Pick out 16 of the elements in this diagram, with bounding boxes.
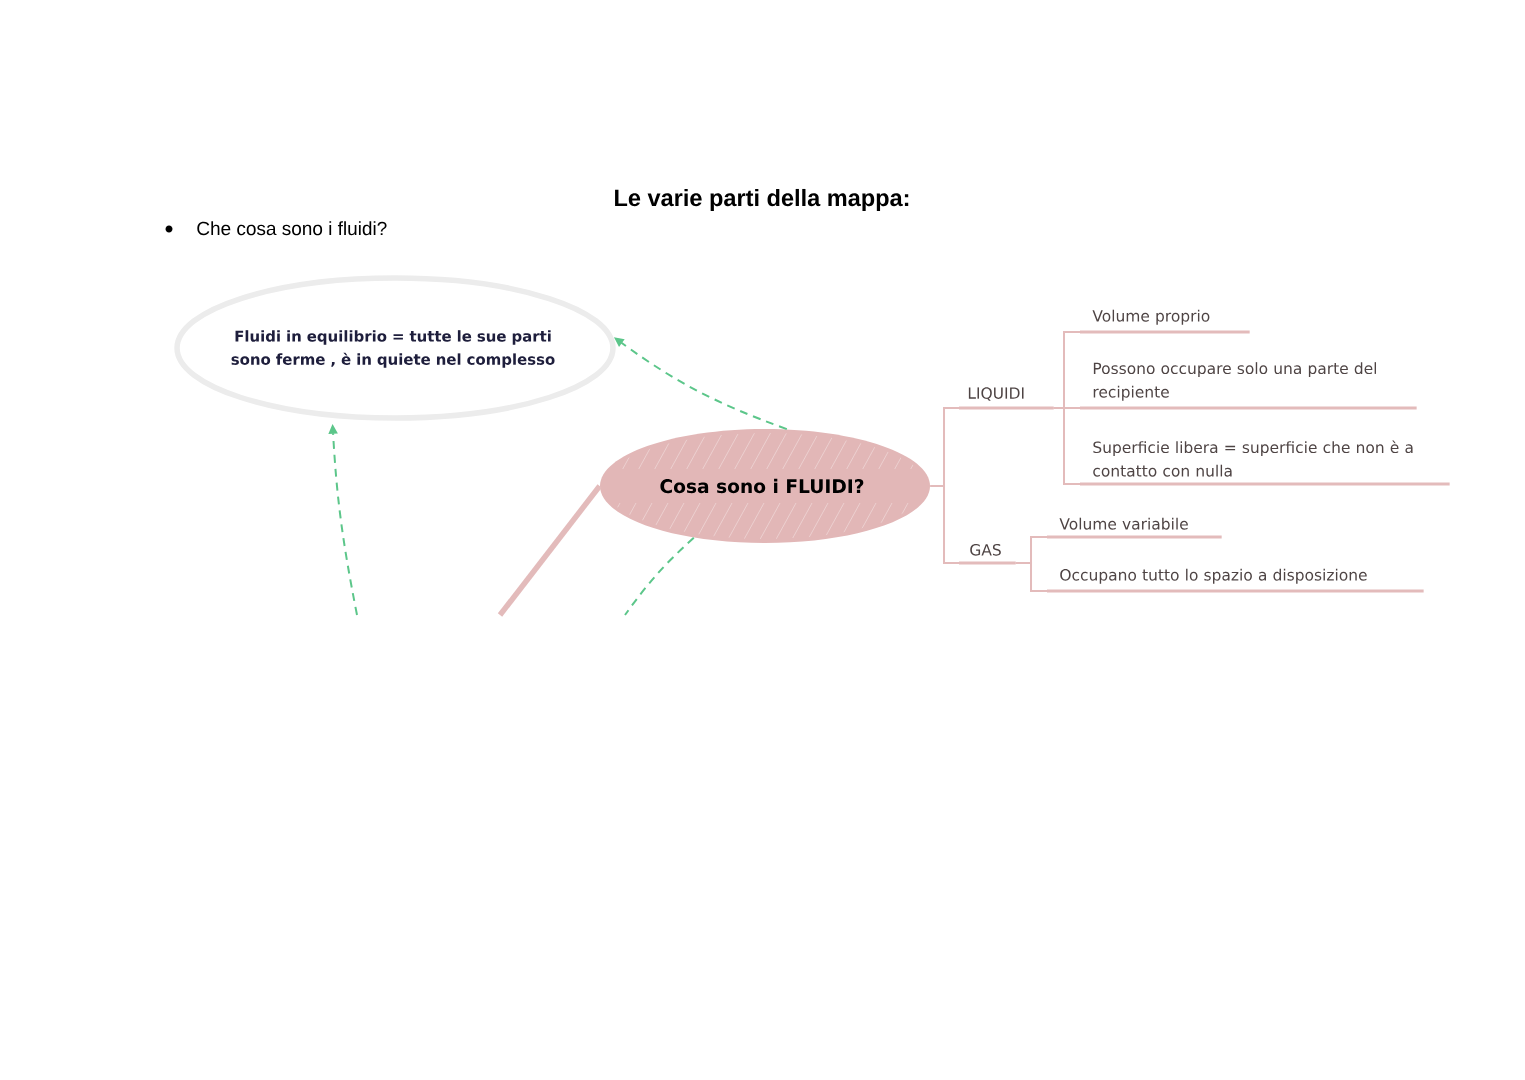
branch-line: [1052, 407, 1081, 485]
branch-topic: Possono occupare solo una parte del recipiente: [1080, 362, 1417, 410]
dashed-line: [624, 536, 695, 616]
branch-topic: Superficie libera = superficie che non è a contatto con nulla: [1080, 440, 1450, 486]
bullet-text: Che cosa sono i fluidi?: [197, 221, 387, 236]
oval-bubble: Fluidi in equilibrio = tutte le sue parti sono ferme , è in quiete nel complesso: [174, 275, 616, 421]
branch-topic: Volume variabile: [1047, 517, 1222, 539]
page-title: Le varie parti della mappa:: [615, 188, 909, 211]
connector-line: [497, 484, 602, 617]
topic-oval: Cosa sono i FLUIDI?: [600, 429, 930, 543]
branch-topic: Occupano tutto lo spazio a disposizione: [1047, 568, 1424, 593]
branch-line: [1014, 562, 1048, 592]
branch-topic: Volume proprio: [1080, 309, 1250, 334]
branch-line: [929, 485, 960, 564]
branch-topic: LIQUIDI: [959, 387, 1054, 410]
branch-topic: GAS: [959, 544, 1016, 565]
